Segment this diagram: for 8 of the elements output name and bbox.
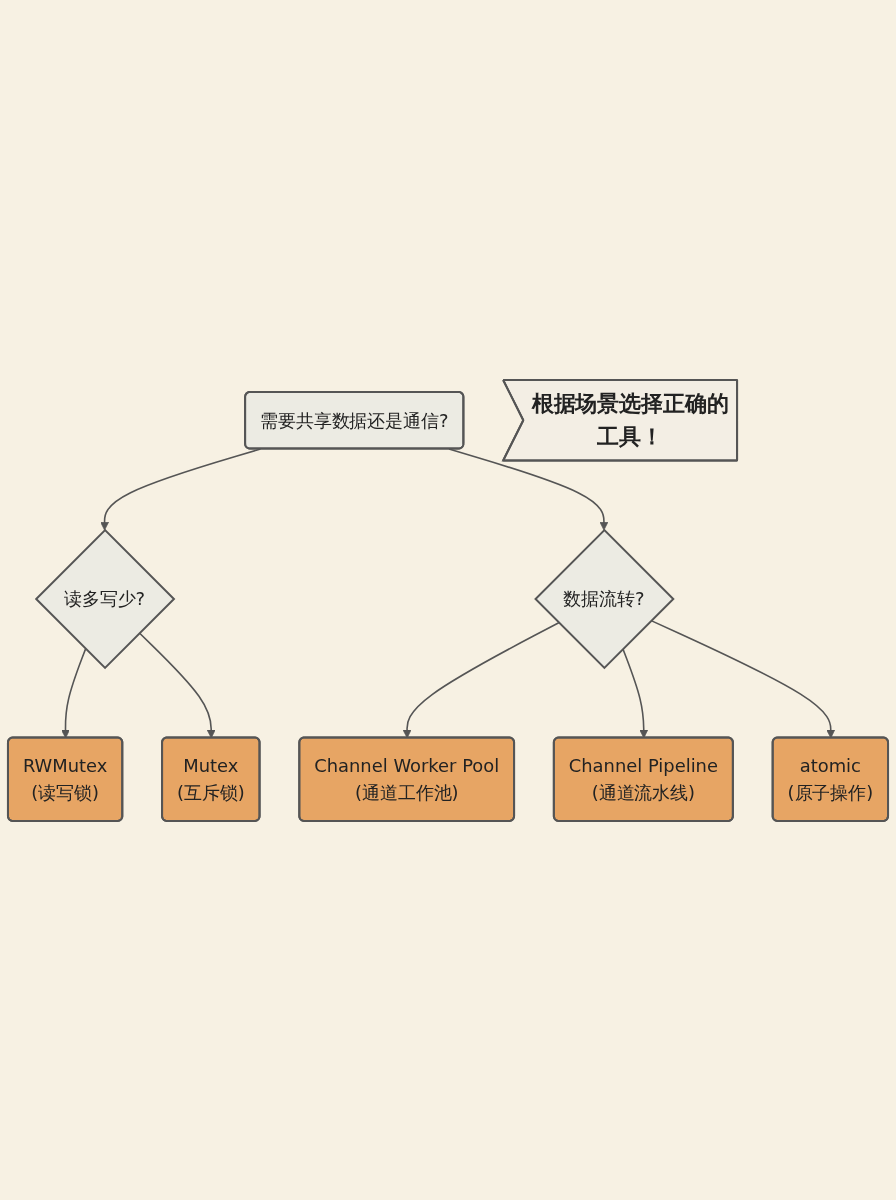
arrow (402, 621, 560, 738)
arrow (61, 647, 87, 738)
arrow (138, 631, 216, 738)
arrow (448, 447, 609, 530)
arrow (650, 619, 836, 738)
arrow (622, 647, 649, 738)
node-diamond: 数据流转? (534, 528, 675, 669)
node-diamond: 读多写少? (34, 528, 176, 669)
